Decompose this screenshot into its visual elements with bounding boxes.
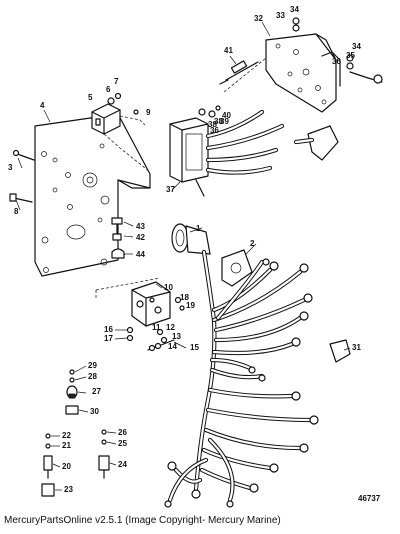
callout-22: 22 <box>62 431 71 440</box>
callout-8: 8 <box>14 207 19 216</box>
bolt-part <box>111 217 125 259</box>
callout-36-b: 36 <box>210 126 219 135</box>
callout-14: 14 <box>168 342 177 351</box>
callout-43: 43 <box>136 222 145 231</box>
callout-32: 32 <box>254 14 263 23</box>
callout-25: 25 <box>118 439 127 448</box>
callout-20: 20 <box>62 462 71 471</box>
callout-26: 26 <box>118 428 127 437</box>
wiring-harness-part <box>164 249 319 508</box>
footer-caption: MercuryPartsOnline v2.5.1 (Image Copyrig… <box>4 515 281 526</box>
plug-part <box>221 249 253 287</box>
harness-connector-part <box>171 223 211 255</box>
relay-part <box>91 92 151 173</box>
mounting-plate-part <box>34 113 151 277</box>
callout-16: 16 <box>104 325 113 334</box>
callout-4: 4 <box>40 101 45 110</box>
callout-2: 2 <box>250 239 255 248</box>
callout-34: 34 <box>290 5 299 14</box>
callout-36: 36 <box>332 57 341 66</box>
callout-37: 37 <box>166 185 175 194</box>
callout-39: 39 <box>220 117 229 126</box>
clip-part <box>329 339 351 363</box>
fuse-holder-part <box>219 57 267 93</box>
terminal-block-part <box>95 277 185 352</box>
callout-labels: 1 2 3 4 5 6 7 8 9 10 11 12 13 14 15 16 1… <box>8 5 361 494</box>
callout-28: 28 <box>88 372 97 381</box>
callout-18: 18 <box>180 293 189 302</box>
callout-5: 5 <box>88 93 93 102</box>
callout-33: 33 <box>276 11 285 20</box>
callout-7: 7 <box>114 77 119 86</box>
callout-12: 12 <box>166 323 175 332</box>
callout-24: 24 <box>118 460 127 469</box>
sensor-parts <box>41 369 110 497</box>
leader-lines <box>15 21 351 491</box>
callout-44: 44 <box>136 250 145 259</box>
callout-38: 38 <box>208 120 217 129</box>
callout-42: 42 <box>136 233 145 242</box>
callout-15: 15 <box>190 343 199 352</box>
callout-6: 6 <box>106 85 111 94</box>
callout-9: 9 <box>146 108 151 117</box>
rectifier-part <box>169 105 339 197</box>
callout-27: 27 <box>92 387 101 396</box>
callout-29: 29 <box>88 361 97 370</box>
callout-13: 13 <box>172 332 181 341</box>
callout-11: 11 <box>152 323 161 332</box>
callout-30: 30 <box>90 407 99 416</box>
callout-21: 21 <box>62 441 71 450</box>
callout-34-b: 34 <box>352 42 361 51</box>
drawing-number: 46737 <box>358 494 381 503</box>
callout-38-b: 38 <box>214 117 223 126</box>
callout-40: 40 <box>222 111 231 120</box>
callout-41: 41 <box>224 46 233 55</box>
callout-10: 10 <box>164 283 173 292</box>
terminal-board-part <box>265 17 383 113</box>
callout-3: 3 <box>8 163 13 172</box>
callout-17: 17 <box>104 334 113 343</box>
callout-35: 35 <box>346 51 355 60</box>
callout-31: 31 <box>352 343 361 352</box>
callout-1: 1 <box>196 224 201 233</box>
callout-23: 23 <box>64 485 73 494</box>
callout-19: 19 <box>186 301 195 310</box>
screw-part <box>9 149 35 203</box>
